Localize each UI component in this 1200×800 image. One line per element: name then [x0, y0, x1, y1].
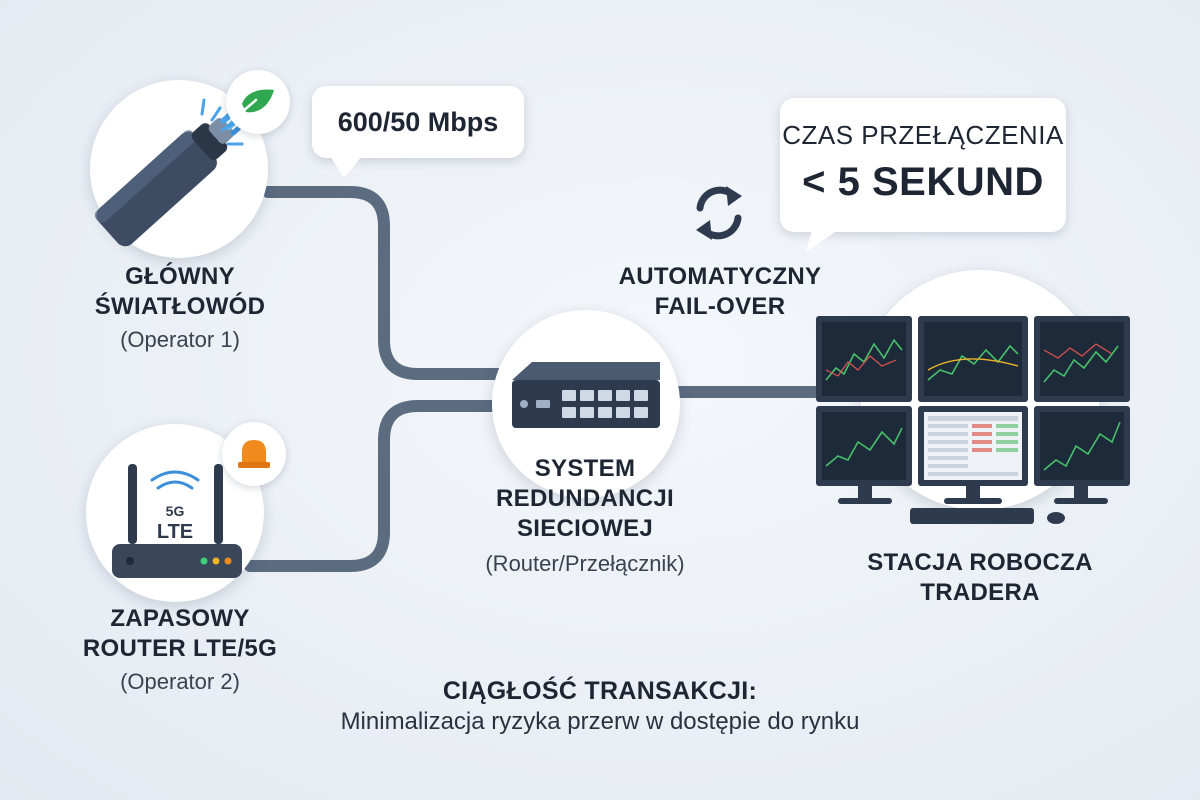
monitor-top-left: [816, 316, 912, 402]
alarm-light-icon: [238, 440, 270, 468]
monitor-bottom-left: [816, 406, 912, 486]
router-lte-text: LTE: [157, 521, 193, 543]
fiber-cable-icon: [94, 98, 244, 247]
sync-arrows-icon: [696, 186, 742, 240]
footer-title: CIĄGŁOŚĆ TRANSAKCJI:: [442, 677, 758, 705]
leaf-check-icon: [240, 89, 274, 114]
fiber-status-badge: [226, 70, 290, 134]
fiber-connection-line: [262, 186, 526, 380]
workstation-title: STACJA ROBOCZA TRADERA: [867, 549, 1093, 606]
switch-time-bubble: CZAS PRZEŁĄCZENIA < 5 SEKUND: [780, 98, 1066, 232]
lte-connection-line: [244, 400, 526, 572]
speed-text: 600/50 Mbps: [337, 107, 499, 137]
fiber-title: GŁÓWNY ŚWIATŁOWÓD: [94, 263, 266, 320]
router-5g-text: 5G: [166, 503, 185, 519]
lte-title: ZAPASOWY ROUTER LTE/5G: [82, 605, 278, 662]
monitor-top-center: [918, 316, 1028, 402]
switch-time-line2: < 5 SEKUND: [802, 160, 1044, 204]
monitor-bottom-right: [1034, 406, 1130, 486]
speed-bubble: 600/50 Mbps: [312, 86, 524, 158]
lte-router-icon: 5G LTE: [112, 464, 242, 578]
switch-subtitle: (Router/Przełącznik): [485, 551, 685, 576]
lte-status-badge: [222, 422, 286, 486]
footer-subtitle: Minimalizacja ryzyka przerw w dostępie d…: [340, 708, 860, 735]
network-switch-icon: [512, 362, 660, 428]
switch-icon-circle: [492, 310, 680, 498]
fiber-operator: (Operator 1): [120, 327, 240, 352]
failover-label: AUTOMATYCZNY FAIL-OVER: [618, 263, 822, 320]
switch-time-line1: CZAS PRZEŁĄCZENIA: [782, 120, 1064, 150]
switch-title: SYSTEM REDUNDANCJI SIECIOWEJ: [496, 455, 674, 542]
monitor-top-right: [1034, 316, 1130, 402]
keyboard-icon: [910, 508, 1034, 524]
lte-operator: (Operator 2): [120, 669, 240, 694]
mouse-icon: [1047, 512, 1065, 524]
trading-workstation-icon: [816, 316, 1130, 524]
monitor-bottom-center: [918, 406, 1028, 486]
